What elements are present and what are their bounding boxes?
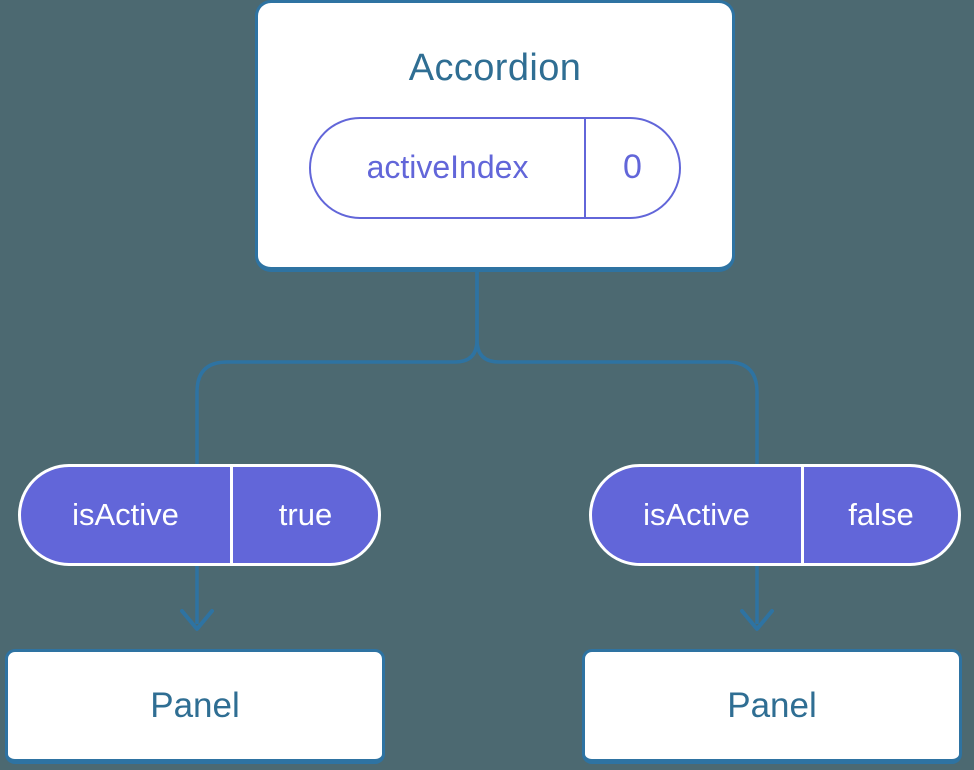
state-pill: activeIndex 0	[309, 116, 681, 219]
arrow-down-right-icon	[740, 609, 774, 631]
prop-pill-right-name: isActive	[592, 467, 804, 563]
accordion-card: Accordion activeIndex 0	[255, 0, 735, 272]
connector-right-branch	[475, 268, 759, 624]
accordion-title: Accordion	[408, 47, 582, 89]
connector-left-branch	[195, 268, 479, 624]
prop-pill-left: isActive true	[18, 464, 381, 566]
prop-pill-right: isActive false	[589, 464, 961, 566]
panel-left: Panel	[5, 649, 385, 764]
state-pill-value: 0	[623, 148, 642, 187]
state-pill-name: activeIndex	[311, 118, 586, 217]
panel-right: Panel	[582, 649, 962, 764]
arrow-down-left-icon	[180, 609, 214, 631]
prop-pill-right-value: false	[848, 497, 914, 532]
panel-right-label: Panel	[727, 685, 817, 725]
prop-pill-left-value: true	[278, 497, 333, 532]
panel-left-label: Panel	[150, 685, 240, 725]
prop-pill-left-name: isActive	[21, 467, 233, 563]
